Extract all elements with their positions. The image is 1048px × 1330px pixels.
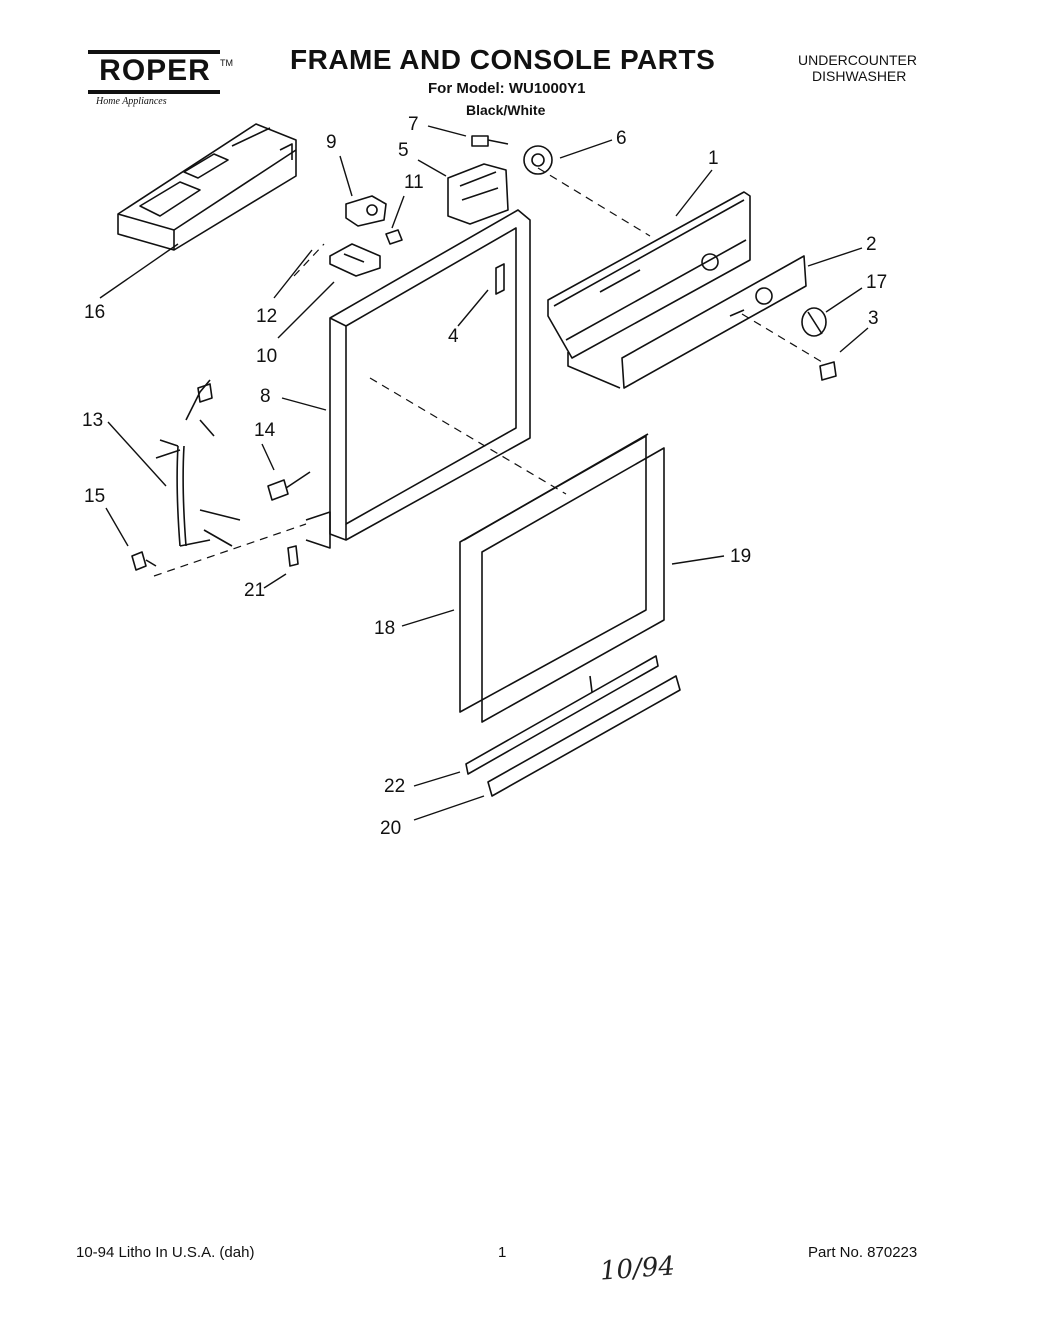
part-3-button bbox=[819, 361, 837, 381]
leader-4 bbox=[457, 289, 489, 327]
callout-8: 8 bbox=[260, 386, 271, 407]
brand-name: ROPER bbox=[99, 54, 211, 87]
part-20-bottom-trim bbox=[487, 675, 681, 797]
part-17-knob bbox=[801, 307, 827, 337]
leader-16 bbox=[99, 243, 179, 299]
leader-21 bbox=[263, 573, 287, 589]
part-13-wire-harness bbox=[155, 379, 241, 547]
leader-14 bbox=[261, 443, 275, 471]
part-22-trim-strip bbox=[465, 655, 659, 775]
leader-5 bbox=[417, 159, 447, 177]
callout-15: 15 bbox=[84, 486, 105, 507]
callout-6: 6 bbox=[616, 128, 627, 149]
callout-11: 11 bbox=[404, 172, 424, 193]
leader-18 bbox=[401, 609, 455, 627]
part-1-console-panel bbox=[547, 191, 751, 389]
callout-4: 4 bbox=[448, 326, 459, 347]
model-line: For Model: WU1000Y1 bbox=[428, 80, 586, 97]
callout-13: 13 bbox=[82, 410, 103, 431]
guide-line-button bbox=[741, 313, 823, 363]
part-16-console-cover bbox=[117, 123, 297, 251]
leader-10 bbox=[277, 281, 335, 339]
part-11-switch bbox=[385, 229, 403, 245]
part-21-clip bbox=[287, 545, 299, 567]
part-15-screw bbox=[131, 551, 157, 571]
callout-5: 5 bbox=[398, 140, 409, 161]
callout-18: 18 bbox=[374, 618, 395, 639]
part-10-latch-base bbox=[329, 243, 381, 277]
part-9-latch bbox=[345, 195, 387, 227]
callout-10: 10 bbox=[256, 346, 277, 367]
callout-16: 16 bbox=[84, 302, 105, 323]
leader-20 bbox=[413, 795, 485, 821]
leader-1 bbox=[675, 169, 713, 217]
leader-9 bbox=[339, 155, 353, 197]
callout-17: 17 bbox=[866, 272, 887, 293]
color-line: Black/White bbox=[466, 102, 546, 118]
page-title: FRAME AND CONSOLE PARTS bbox=[290, 44, 716, 75]
leader-2 bbox=[807, 247, 863, 267]
leader-11 bbox=[391, 195, 405, 229]
part-2-control-overlay bbox=[621, 255, 807, 389]
callout-1: 1 bbox=[708, 148, 719, 169]
part-19-door-panel-inner bbox=[481, 447, 665, 723]
brand-subtitle: Home Appliances bbox=[96, 96, 167, 107]
leader-13 bbox=[107, 421, 167, 487]
appliance-type-line1: UNDERCOUNTER bbox=[798, 52, 917, 68]
roper-logo bbox=[84, 48, 224, 108]
roper-logo-stripes bbox=[88, 50, 220, 94]
callout-21: 21 bbox=[244, 580, 265, 601]
part-18-door-panel bbox=[459, 433, 649, 713]
guide-line-frame-door bbox=[369, 377, 567, 495]
callout-20: 20 bbox=[380, 818, 401, 839]
footer-page-number: 1 bbox=[498, 1244, 507, 1261]
part-5-switch-bracket bbox=[447, 163, 509, 225]
part-7-screw bbox=[471, 135, 509, 147]
part-14-fuse bbox=[267, 471, 311, 501]
handwritten-date: 10/94 bbox=[599, 1251, 676, 1287]
footer-print-info: 10-94 Litho In U.S.A. (dah) bbox=[76, 1244, 255, 1261]
part-6-knob bbox=[523, 145, 553, 175]
guide-line-latch bbox=[293, 243, 325, 277]
callout-22: 22 bbox=[384, 776, 405, 797]
leader-7 bbox=[427, 125, 467, 137]
callout-19: 19 bbox=[730, 546, 751, 567]
guide-line-knob-panel bbox=[537, 167, 651, 237]
callout-12: 12 bbox=[256, 306, 277, 327]
appliance-type-line2: DISHWASHER bbox=[812, 68, 907, 84]
callout-9: 9 bbox=[326, 132, 337, 153]
leader-17 bbox=[825, 287, 863, 313]
callout-14: 14 bbox=[254, 420, 276, 441]
guide-line-harness bbox=[153, 523, 307, 577]
leader-8 bbox=[281, 397, 327, 411]
leader-15 bbox=[105, 507, 129, 547]
callout-2: 2 bbox=[866, 234, 877, 255]
callout-7: 7 bbox=[408, 114, 419, 135]
leader-19 bbox=[671, 555, 725, 565]
brand-trademark: TM bbox=[220, 58, 233, 68]
leader-22 bbox=[413, 771, 461, 787]
leader-3 bbox=[839, 327, 869, 353]
footer-part-number: Part No. 870223 bbox=[808, 1244, 918, 1261]
leader-6 bbox=[559, 139, 613, 159]
leader-12 bbox=[273, 249, 313, 299]
part-8-door-frame bbox=[305, 209, 531, 549]
callout-3: 3 bbox=[868, 308, 879, 329]
